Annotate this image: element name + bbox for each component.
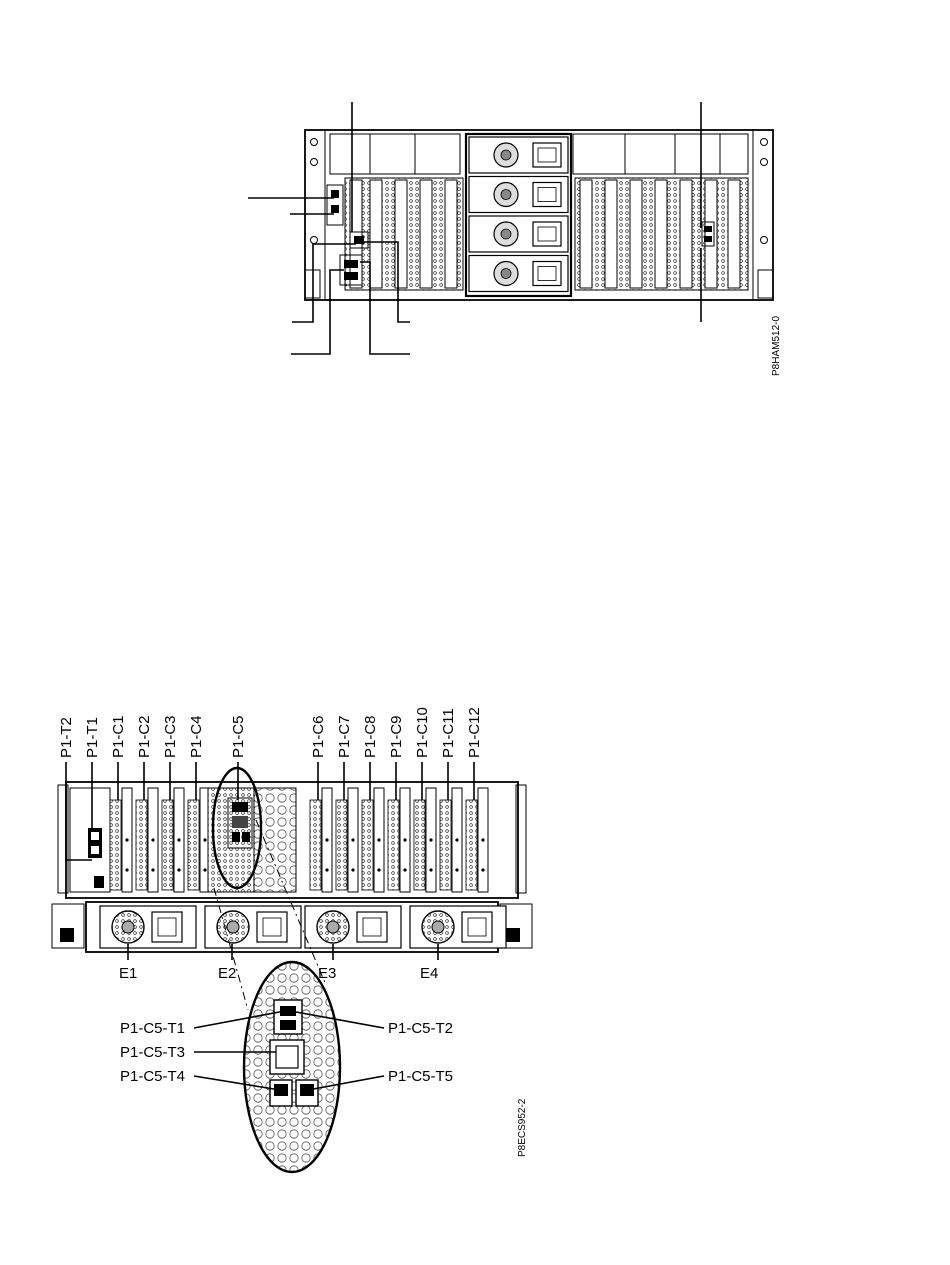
slot-label: P1-C1 (110, 715, 127, 758)
top-card-slot-right (680, 180, 692, 288)
bottom-psu-unit (410, 906, 506, 948)
power-socket-icon (152, 912, 182, 942)
slot-label: P1-C11 (440, 708, 457, 758)
bottom-card-slot (162, 788, 184, 892)
slot-label: P1-C9 (388, 715, 405, 758)
slot-label: P1-C12 (466, 707, 483, 758)
top-psu-unit (469, 177, 568, 213)
slot-label: P1-C7 (336, 715, 353, 758)
slot-label: P1-C6 (310, 715, 327, 758)
top-psu-unit (469, 216, 568, 252)
bottom-card-slot (466, 788, 488, 892)
top-card-slot-right (580, 180, 592, 288)
top-card-slot-left (420, 180, 432, 288)
top-psu-unit (469, 256, 568, 292)
power-socket-icon (533, 183, 561, 207)
slot-label: P1-C3 (162, 715, 179, 758)
slot-label: P1-T1 (84, 717, 101, 758)
bottom-psu-unit (100, 906, 196, 948)
top-card-slot-right (705, 180, 717, 288)
top-psu-unit (469, 137, 568, 173)
port-label-right: P1-C5-T2 (388, 1020, 453, 1037)
port-label-left: P1-C5-T1 (120, 1020, 185, 1037)
top-card-slot-right (728, 180, 740, 288)
power-socket-icon (462, 912, 492, 942)
top-card-slot-right (655, 180, 667, 288)
power-socket-icon (357, 912, 387, 942)
slot-label: P1-C10 (414, 707, 431, 758)
top-card-slot-right (630, 180, 642, 288)
bottom-card-slot (310, 788, 332, 892)
slot-label: P1-C2 (136, 715, 153, 758)
bottom-card-slot (362, 788, 384, 892)
power-socket-icon (533, 222, 561, 246)
fan-label: E1 (119, 965, 137, 982)
port-label-left: P1-C5-T4 (120, 1068, 185, 1085)
bottom-card-slot (110, 788, 132, 892)
slot-label: P1-C8 (362, 715, 379, 758)
bottom-figure-code: P8ECS952-2 (517, 1098, 528, 1157)
port-label-left: P1-C5-T3 (120, 1044, 185, 1061)
top-card-slot-left (370, 180, 382, 288)
slot-label: P1-C4 (188, 715, 205, 758)
top-card-slot-right (605, 180, 617, 288)
bottom-psu-unit (205, 906, 301, 948)
top-server-rear-figure: P8HAM512-0 (248, 102, 782, 376)
bottom-card-slot (414, 788, 436, 892)
power-socket-icon (257, 912, 287, 942)
slot-label: P1-T2 (58, 717, 75, 758)
bottom-card-slot (188, 788, 210, 892)
bottom-card-slot (136, 788, 158, 892)
top-card-slot-left (445, 180, 457, 288)
slot-label: P1-C5 (230, 715, 247, 758)
bottom-card-slot (440, 788, 462, 892)
top-figure-code: P8HAM512-0 (771, 316, 782, 376)
power-socket-icon (533, 262, 561, 286)
power-socket-icon (533, 143, 561, 167)
fan-label: E4 (420, 965, 438, 982)
bottom-psu-unit (305, 906, 401, 948)
bottom-card-slot (336, 788, 358, 892)
port-label-right: P1-C5-T5 (388, 1068, 453, 1085)
bottom-server-rear-figure: P1-T2 P1-T1 P1-C1 P1-C2 P1-C3 P1-C4 P1-C5 P1-C6… (52, 707, 532, 1172)
bottom-card-slot (388, 788, 410, 892)
fan-label: E2 (218, 965, 236, 982)
top-card-slot-left (395, 180, 407, 288)
